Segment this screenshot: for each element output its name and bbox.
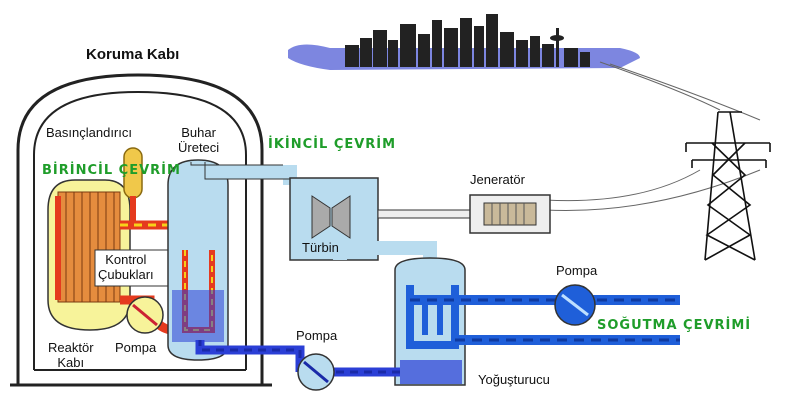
pressurizer-label: Basınçlandırıcı — [46, 125, 132, 140]
control-rods-box — [94, 249, 176, 287]
generator-label: Jeneratör — [470, 172, 525, 187]
condenser-label: Yoğuşturucu — [478, 372, 550, 387]
turbine-icon — [311, 195, 351, 239]
generator-icon — [469, 194, 551, 234]
pump-icon — [297, 353, 335, 391]
cooling-pump-label: Pompa — [556, 263, 598, 278]
reactor-core — [57, 191, 121, 303]
control-rods-label: Kontrol Çubukları — [98, 252, 154, 282]
reactor-vessel-label-line2: Kabı — [57, 355, 85, 370]
condenser — [394, 257, 466, 386]
containment-label: Koruma Kabı — [86, 46, 180, 63]
steam-generator-label: Buhar Üreteci — [178, 125, 219, 155]
containment-building — [16, 73, 264, 385]
pump-icon — [554, 284, 596, 326]
steam-generator-label-line1: Buhar — [181, 125, 216, 140]
steam-generator-label-line2: Üreteci — [178, 140, 220, 155]
primary-cycle-label: BİRİNCİL ÇEVRİM — [42, 163, 181, 178]
control-rods-label-line1: Kontrol — [105, 252, 147, 267]
control-rods-label-line2: Çubukları — [98, 267, 154, 282]
steam-generator — [167, 159, 229, 361]
cooling-loop — [410, 295, 680, 345]
primary-pump-label: Pompa — [115, 340, 157, 355]
turbine-label: Türbin — [302, 240, 339, 255]
pressurizer — [123, 147, 143, 224]
pump-icon — [126, 296, 164, 334]
cooling-cycle-label: SOĞUTMA ÇEVRİMİ — [597, 318, 752, 333]
secondary-pump-label: Pompa — [296, 328, 338, 343]
reactor-vessel-label: Reaktör Kabı — [48, 340, 94, 370]
secondary-cycle-label: İKİNCİL ÇEVRİM — [268, 137, 397, 152]
city-skyline-icon — [288, 14, 640, 70]
power-tower-icon — [685, 111, 771, 261]
reactor-vessel-label-line1: Reaktör — [48, 340, 94, 355]
